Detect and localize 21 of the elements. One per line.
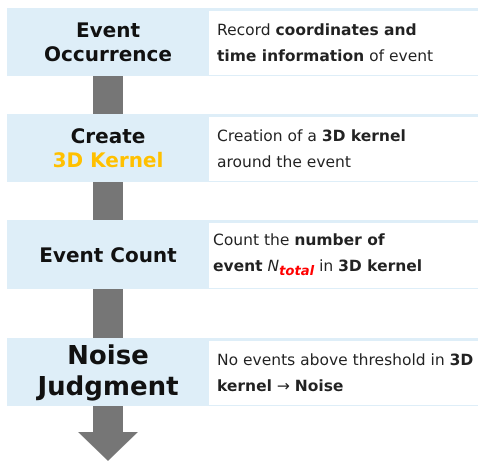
description-box <box>209 223 478 288</box>
description-box <box>209 117 478 181</box>
step-title: Create <box>70 124 146 148</box>
description-text: No events above threshold in 3D kernel → Noise <box>217 350 474 397</box>
connector-bar <box>93 289 123 338</box>
description-text: Creation of a 3D kernel around the event <box>217 126 407 173</box>
step-band <box>7 8 478 76</box>
step-title: 3D Kernel <box>52 148 164 172</box>
connector-bar <box>93 76 123 114</box>
step-title: Event Occurrence <box>43 18 173 66</box>
connector-bar <box>93 182 123 220</box>
step-title: Noise Judgment <box>35 340 180 404</box>
description-box <box>209 341 478 405</box>
step-band <box>7 338 478 406</box>
down-arrow <box>78 406 138 461</box>
description-box <box>209 11 478 75</box>
description-text: Count the number of event N$_{total}$ in 3D kernel <box>213 230 424 282</box>
description-text: Record coordinates and time information of event <box>217 20 434 67</box>
step-band <box>7 220 478 289</box>
step-band <box>7 114 478 182</box>
step-title: Event Count <box>38 242 178 266</box>
